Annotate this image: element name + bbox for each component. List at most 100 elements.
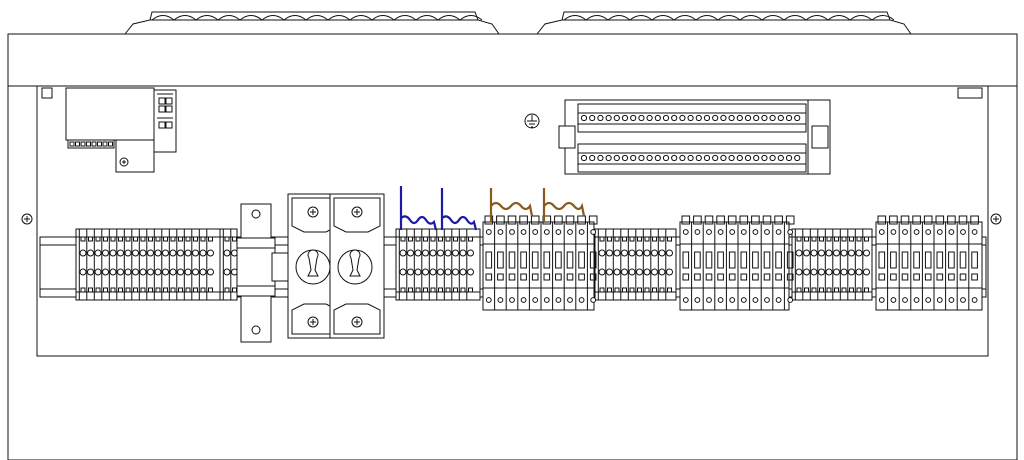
terminal-screw: [414, 268, 422, 276]
busbar-hole: [605, 114, 612, 122]
busbar-hole: [703, 154, 711, 162]
vent-scallop: [173, 15, 197, 21]
module-pin: [80, 141, 86, 147]
terminal-screw: [863, 268, 870, 276]
busbar-hole: [744, 114, 752, 122]
module-pin: [86, 141, 91, 147]
breaker-toggle: [717, 251, 724, 269]
terminal-block-4: [791, 228, 873, 301]
breaker-screw: [775, 229, 782, 235]
breaker-toggle: [763, 251, 771, 269]
busbar-hole: [794, 114, 801, 122]
breaker-toggle: [543, 251, 551, 269]
vent-scallop: [673, 15, 697, 21]
terminal-block-2: [395, 228, 481, 301]
busbar-hole: [753, 154, 760, 162]
vent-scallop: [393, 15, 417, 21]
terminal-screw: [643, 249, 651, 257]
terminal-screw: [459, 249, 467, 257]
busbar-hole: [712, 154, 719, 162]
breaker-toggle: [740, 251, 748, 269]
terminal-screw: [606, 249, 613, 257]
breaker-screw: [555, 229, 562, 235]
breaker-top-lug: [484, 215, 494, 225]
vent-scallop: [651, 15, 675, 21]
terminal-screw: [154, 249, 162, 257]
busbar-hole: [679, 114, 686, 122]
terminal-screw: [606, 268, 613, 276]
terminal-screw: [444, 268, 452, 276]
vent-scallop: [805, 15, 829, 21]
terminal-screw: [223, 249, 231, 257]
busbar-hole: [761, 154, 768, 162]
busbar-hole: [736, 154, 743, 162]
terminal-screw: [79, 268, 87, 276]
busbar-hole: [613, 154, 620, 162]
busbar-hole: [630, 114, 637, 122]
terminal-screw: [598, 249, 606, 257]
terminal-screw: [467, 268, 474, 276]
terminal-screw: [628, 268, 636, 276]
terminal-screw: [658, 249, 666, 257]
busbar-hole: [736, 114, 743, 122]
breaker-toggle: [555, 251, 562, 269]
breaker-screw: [590, 297, 597, 303]
isolator-switch-1: [287, 193, 343, 339]
terminal-screw: [162, 268, 169, 276]
busbar-hole: [580, 114, 588, 122]
busbar-hole: [744, 154, 752, 162]
terminal-screw: [132, 268, 139, 276]
breaker-screw: [913, 297, 920, 303]
busbar-hole: [630, 154, 637, 162]
busbar-hole: [794, 154, 801, 162]
breaker-top-lug: [727, 215, 737, 225]
terminal-screw: [407, 268, 414, 276]
terminal-screw: [795, 249, 803, 257]
vent-scallop: [607, 15, 631, 21]
terminal-screw: [102, 268, 109, 276]
breaker-top-lug: [704, 215, 714, 225]
busbar-hole: [728, 154, 735, 162]
breaker-screw: [787, 229, 794, 235]
terminal-screw: [803, 268, 810, 276]
busbar-hole: [589, 114, 596, 122]
terminal-screw: [452, 268, 459, 276]
breaker-toggle: [497, 251, 504, 269]
busbar-hole: [785, 114, 793, 122]
breaker-screw: [532, 229, 539, 235]
vent-scallop: [371, 15, 395, 21]
breaker-top-lug: [530, 215, 540, 225]
busbar-hole: [769, 114, 776, 122]
busbar-hole: [720, 154, 727, 162]
terminal-screw: [621, 268, 628, 276]
breaker-toggle: [786, 251, 794, 269]
vent-scallop: [563, 15, 587, 21]
terminal-screw: [651, 268, 658, 276]
busbar-assembly: [558, 99, 831, 175]
terminal-screw: [810, 249, 818, 257]
terminal-screw: [863, 249, 870, 257]
breaker-screw: [567, 297, 573, 303]
breaker-group-1: [482, 215, 598, 311]
terminal-screw: [628, 249, 636, 257]
breaker-top-lug: [877, 215, 887, 225]
busbar-hole: [638, 154, 645, 162]
breaker-toggle: [485, 251, 493, 269]
breaker-screw: [878, 229, 885, 235]
controller-module: [65, 87, 177, 173]
terminal-screw: [613, 249, 621, 257]
terminal-screw: [818, 268, 825, 276]
busbar-hole: [695, 154, 702, 162]
breaker-screw: [936, 229, 943, 235]
terminal-screw: [87, 268, 94, 276]
breaker-screw: [925, 297, 932, 303]
terminal-screw: [184, 249, 192, 257]
wire-blue-2: [440, 188, 478, 231]
terminal-screw: [658, 268, 666, 276]
breaker-screw: [890, 229, 897, 235]
busbar-hole: [777, 154, 784, 162]
terminal-screw: [636, 268, 643, 276]
breaker-screw: [717, 229, 724, 235]
breaker-top-lug: [923, 215, 933, 225]
breaker-toggle: [589, 251, 597, 269]
